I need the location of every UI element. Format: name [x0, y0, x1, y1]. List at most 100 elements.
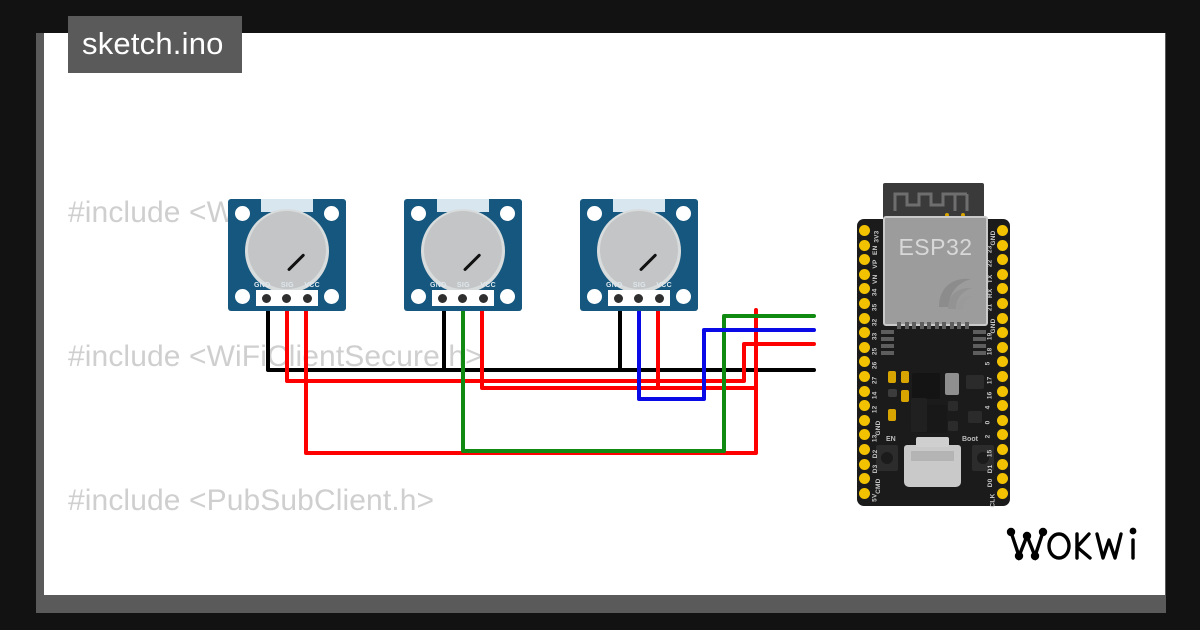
esp32-devkit-board[interactable]: ESP32 — [844, 183, 1027, 513]
wire-vcc-pot2[interactable] — [480, 306, 758, 390]
esp32-pin-right-4[interactable] — [997, 400, 1008, 412]
potentiometer-3[interactable]: GND SIG VCC — [580, 199, 698, 311]
esp32-pin-label-19: 19 — [986, 332, 994, 341]
micro-usb-connector[interactable] — [904, 437, 961, 487]
pot-pin-labels: GND SIG VCC — [254, 282, 320, 289]
wire-sig-pot1-to-pin25[interactable] — [285, 306, 816, 383]
esp32-pin-right-gnd[interactable] — [997, 225, 1008, 236]
pot-pin-labels: GND SIG VCC — [430, 282, 496, 289]
esp32-pin-right-19[interactable] — [997, 327, 1008, 339]
esp32-pin-label-en: EN — [872, 245, 880, 255]
esp32-pin-label-vn: VN — [872, 274, 880, 284]
esp32-pin-left-33[interactable] — [859, 327, 870, 339]
led-red — [888, 371, 896, 383]
esp32-pin-right-0[interactable] — [997, 414, 1008, 426]
esp32-pin-label-clk: CLK — [989, 493, 997, 508]
pot-pin-sig[interactable] — [634, 293, 644, 303]
esp32-pin-left-gnd[interactable] — [859, 414, 870, 426]
pot-header[interactable] — [608, 290, 670, 306]
file-tab-sketch-ino[interactable]: sketch.ino — [68, 16, 242, 73]
esp32-pin-label-vp: VP — [872, 259, 880, 269]
esp32-pin-right-15[interactable] — [997, 444, 1008, 455]
pot-pin-vcc[interactable] — [655, 293, 665, 303]
esp32-pin-label-21: 21 — [986, 303, 994, 312]
esp32-pin-right-23[interactable] — [997, 239, 1008, 251]
pot-pointer-icon — [286, 253, 306, 272]
esp32-pin-label-18: 18 — [986, 347, 994, 355]
wokwi-logo — [1006, 527, 1137, 561]
esp32-pin-right-gnd[interactable] — [997, 312, 1008, 324]
antenna-pad-icon — [961, 213, 965, 217]
esp32-pin-right-clk[interactable] — [997, 487, 1008, 499]
smd-part — [888, 389, 897, 397]
esp32-pin-left-d2[interactable] — [859, 444, 870, 455]
esp32-pin-left-35[interactable] — [859, 298, 870, 309]
diagram-canvas[interactable]: #include <WiFi.h> #include <WiFiClientSe… — [44, 33, 1165, 595]
pot-pin-sig[interactable] — [458, 293, 468, 303]
esp32-pin-label-35: 35 — [871, 303, 879, 312]
pot-pin-label-gnd: GND — [254, 282, 271, 289]
esp32-pin-label-4: 4 — [984, 405, 992, 410]
pot-header[interactable] — [256, 290, 318, 306]
esp32-pin-right-17[interactable] — [997, 371, 1008, 382]
pot-header[interactable] — [432, 290, 494, 306]
pot-pin-vcc[interactable] — [479, 293, 489, 303]
esp32-pin-right-22[interactable] — [997, 254, 1008, 266]
regulator-chip — [912, 373, 940, 399]
esp32-pin-left-27[interactable] — [859, 371, 870, 382]
pot-pin-gnd[interactable] — [261, 293, 271, 303]
esp32-pin-left-13[interactable] — [859, 429, 870, 441]
esp32-pin-right-21[interactable] — [997, 298, 1008, 309]
pot-pin-sig[interactable] — [282, 293, 292, 303]
pot-pin-label-sig: SIG — [632, 282, 646, 289]
en-button[interactable] — [876, 445, 898, 471]
pot-knob[interactable] — [600, 211, 678, 289]
esp32-pin-right-18[interactable] — [997, 341, 1008, 353]
pot-pin-gnd[interactable] — [437, 293, 447, 303]
esp32-pin-label-gnd: GND — [990, 230, 998, 246]
esp32-pin-left-en[interactable] — [859, 239, 870, 251]
pot-pin-gnd[interactable] — [613, 293, 623, 303]
esp32-pin-right-d0[interactable] — [997, 473, 1008, 485]
esp32-pin-right-2[interactable] — [997, 429, 1008, 441]
esp32-pin-label-34: 34 — [871, 288, 879, 297]
potentiometer-1[interactable]: GND SIG VCC — [228, 199, 346, 311]
esp32-pin-left-d3[interactable] — [859, 458, 870, 470]
module-side-pads — [881, 330, 894, 358]
pot-knob[interactable] — [248, 211, 326, 289]
esp32-pin-label-12: 12 — [871, 405, 879, 414]
esp32-pin-left-cmd[interactable] — [859, 473, 870, 485]
esp32-pin-left-32[interactable] — [859, 312, 870, 324]
smd-part — [911, 398, 927, 432]
pot-knob[interactable] — [424, 211, 502, 289]
pot-pin-label-gnd: GND — [430, 282, 447, 289]
code-preview: #include <WiFi.h> #include <WiFiClientSe… — [68, 93, 1165, 595]
esp32-pin-left-26[interactable] — [859, 356, 870, 368]
wire-sig-pot3-to-pin33[interactable] — [637, 306, 816, 401]
esp32-pin-left-14[interactable] — [859, 385, 870, 397]
esp32-pin-right-tx[interactable] — [997, 268, 1008, 280]
esp32-pin-right-5[interactable] — [997, 356, 1008, 368]
esp32-pin-left-5v[interactable] — [859, 487, 870, 499]
esp32-pin-right-d1[interactable] — [997, 458, 1008, 470]
pot-notch — [261, 199, 313, 212]
esp32-pin-left-25[interactable] — [859, 341, 870, 353]
boot-button[interactable] — [972, 445, 994, 471]
esp32-pin-label-25: 25 — [871, 347, 879, 355]
esp32-pin-left-vn[interactable] — [859, 268, 870, 280]
esp32-pin-label-17: 17 — [986, 376, 994, 385]
esp32-pin-right-rx[interactable] — [997, 283, 1008, 295]
esp32-pin-left-3v3[interactable] — [859, 225, 870, 236]
esp32-pin-right-16[interactable] — [997, 385, 1008, 397]
pot-pointer-icon — [462, 253, 482, 272]
pot-pin-vcc[interactable] — [303, 293, 313, 303]
potentiometer-2[interactable]: GND SIG VCC — [404, 199, 522, 311]
wire-sig-pot2-to-pin32[interactable] — [461, 306, 816, 453]
wire-gnd-pot1[interactable] — [266, 306, 816, 372]
pot-pin-label-vcc: VCC — [480, 282, 496, 289]
esp32-pin-left-34[interactable] — [859, 283, 870, 295]
esp32-pin-left-12[interactable] — [859, 400, 870, 412]
esp32-pin-left-vp[interactable] — [859, 254, 870, 266]
